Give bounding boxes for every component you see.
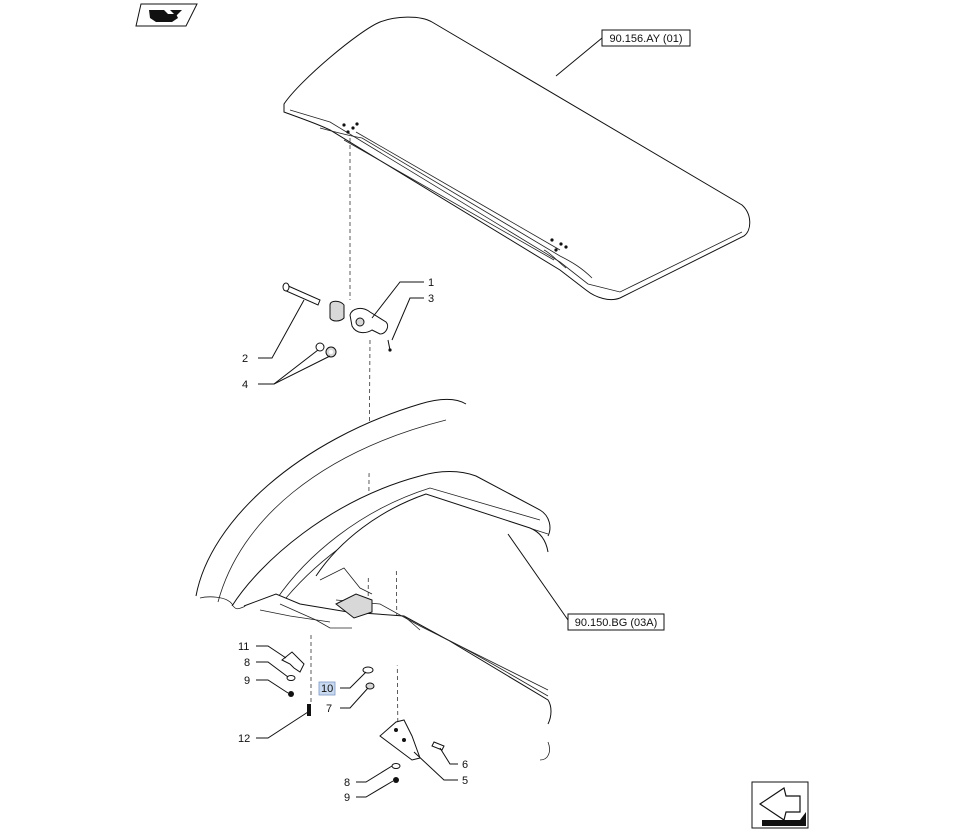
callout-8-upper: 8	[244, 657, 250, 669]
leader-lines	[256, 281, 458, 798]
svg-text:90.150.BG (03A): 90.150.BG (03A)	[575, 617, 658, 629]
callout-8-lower: 8	[344, 777, 350, 789]
roof-panel-reference[interactable]: 90.156.AY (01)	[555, 29, 691, 77]
cab-frame-reference[interactable]: 90.150.BG (03A)	[507, 533, 665, 631]
callout-4: 4	[242, 379, 248, 391]
screw-9a	[288, 691, 294, 697]
callout-3: 3	[428, 293, 434, 305]
svg-text:12: 12	[238, 733, 250, 745]
svg-text:8: 8	[244, 657, 250, 669]
next-page-arrow-icon[interactable]	[751, 781, 809, 829]
callout-12: 12	[238, 733, 250, 745]
screw-9b	[393, 777, 399, 783]
svg-text:9: 9	[244, 675, 250, 687]
svg-text:1: 1	[428, 277, 434, 289]
washer-10	[362, 666, 374, 674]
svg-text:4: 4	[242, 379, 248, 391]
screw-12	[307, 704, 311, 716]
support-bracket-11	[281, 651, 305, 673]
callout-2: 2	[242, 353, 248, 365]
svg-text:90.156.AY (01): 90.156.AY (01)	[610, 33, 683, 45]
hinge-bushing	[329, 300, 345, 322]
svg-text:10: 10	[321, 683, 333, 695]
roof-panel	[283, 16, 751, 301]
svg-text:11: 11	[238, 641, 249, 653]
callout-5: 5	[462, 775, 468, 787]
hinge-plate-5	[379, 719, 421, 761]
callout-10-highlighted[interactable]: 10	[318, 681, 336, 696]
callout-6: 6	[462, 759, 468, 771]
callout-9-upper: 9	[244, 675, 250, 687]
exploded-view-icon[interactable]	[135, 3, 198, 27]
hinge-pin	[387, 339, 392, 352]
hinge-bracket	[349, 307, 389, 335]
hinge-bolt	[282, 282, 321, 306]
svg-text:8: 8	[344, 777, 350, 789]
svg-text:6: 6	[462, 759, 468, 771]
svg-text:9: 9	[344, 792, 350, 804]
washer-8a	[286, 675, 296, 681]
cab-frame	[195, 399, 552, 761]
svg-text:5: 5	[462, 775, 468, 787]
callout-1: 1	[428, 277, 434, 289]
callout-7: 7	[326, 703, 332, 715]
svg-text:3: 3	[428, 293, 434, 305]
nut-7	[365, 682, 375, 690]
callout-9-lower: 9	[344, 792, 350, 804]
svg-text:7: 7	[326, 703, 332, 715]
callout-11: 11	[238, 641, 249, 653]
washer-8b	[391, 763, 401, 769]
hinge-nut	[315, 342, 337, 358]
pin-6	[431, 741, 445, 751]
svg-text:2: 2	[242, 353, 248, 365]
